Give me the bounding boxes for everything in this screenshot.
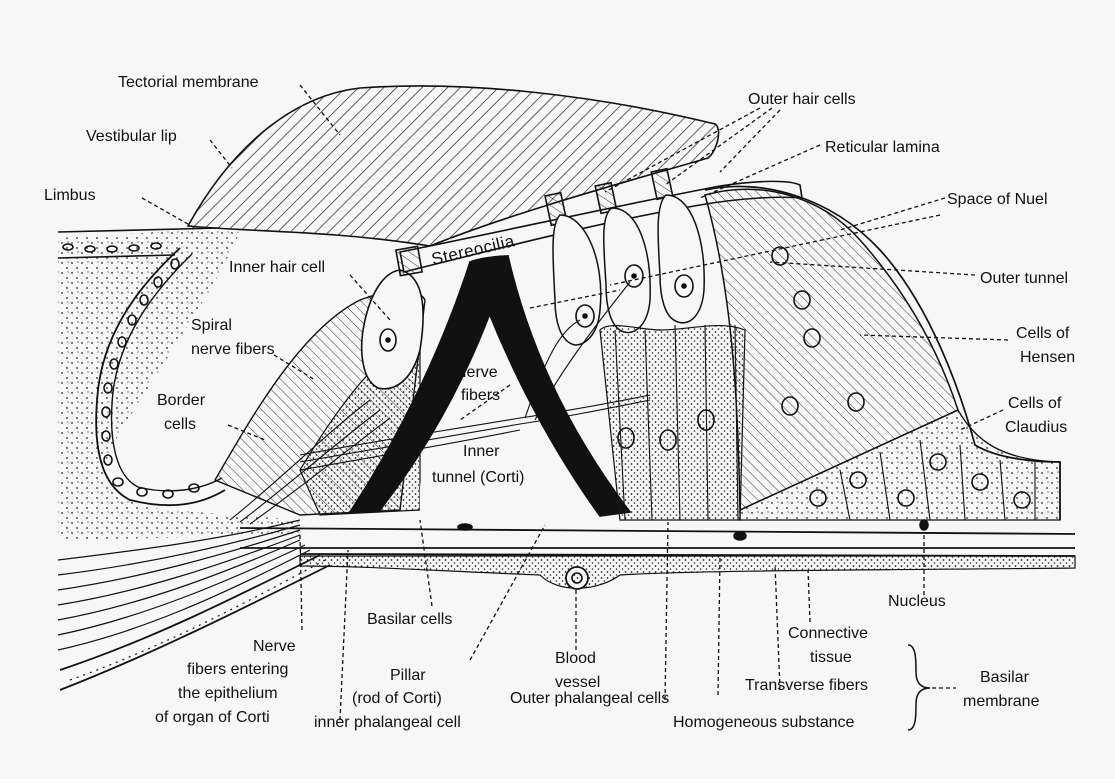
label-transverse-fibers: Transverse fibers [745, 677, 868, 694]
label-nerve-fibers-entering-3: the epithelium [178, 685, 278, 702]
label-blood-vessel-1: Blood [555, 650, 596, 667]
label-reticular-lamina: Reticular lamina [825, 139, 940, 156]
label-basilar-cells: Basilar cells [367, 611, 452, 628]
label-border-cells-2: cells [164, 416, 196, 433]
label-inner-tunnel-2: tunnel (Corti) [432, 469, 524, 486]
label-connective-tissue-2: tissue [810, 649, 852, 666]
label-border-cells-1: Border [157, 392, 206, 409]
label-spiral-nerve-fibers-2: nerve fibers [191, 341, 275, 358]
label-nerve-fibers-entering-4: of organ of Corti [155, 709, 270, 726]
label-pillar-2: (rod of Corti) [352, 690, 442, 707]
outer-phalangeal-cells [600, 326, 745, 520]
label-nerve-fibers-entering-2: fibers entering [187, 661, 288, 678]
tectorial-membrane [188, 86, 719, 246]
label-outer-tunnel: Outer tunnel [980, 270, 1068, 287]
label-cells-of-hensen-1: Cells of [1016, 325, 1070, 342]
label-nerve-fibers-1: Nerve [455, 364, 498, 381]
basilar-nucleus-1 [458, 524, 472, 530]
label-basilar-membrane-1: Basilar [980, 669, 1030, 686]
basilar-dotted-layer [300, 556, 1075, 588]
label-tectorial-membrane: Tectorial membrane [118, 74, 259, 91]
label-inner-tunnel-1: Inner [463, 443, 500, 460]
basilar-nucleus-3 [920, 520, 928, 530]
label-space-of-nuel: Space of Nuel [947, 191, 1048, 208]
label-nucleus: Nucleus [888, 593, 946, 610]
label-spiral-nerve-fibers-1: Spiral [191, 317, 232, 334]
label-inner-hair-cell: Inner hair cell [229, 259, 325, 276]
basilar-brace [908, 645, 930, 730]
label-basilar-membrane-2: membrane [963, 693, 1040, 710]
label-inner-phalangeal-cell: inner phalangeal cell [314, 714, 461, 731]
basilar-membrane [240, 528, 1075, 588]
label-vestibular-lip: Vestibular lip [86, 128, 177, 145]
label-connective-tissue-1: Connective [788, 625, 868, 642]
label-cells-of-claudius-1: Cells of [1008, 395, 1062, 412]
label-cells-of-claudius-2: Claudius [1005, 419, 1067, 436]
label-limbus: Limbus [44, 187, 96, 204]
label-outer-phalangeal-cells: Outer phalangeal cells [510, 690, 669, 707]
label-cells-of-hensen-2: Hensen [1020, 349, 1075, 366]
label-pillar-1: Pillar [390, 667, 426, 684]
basilar-nucleus-2 [734, 532, 746, 540]
inner-stereocilia-bundle [396, 246, 422, 275]
label-blood-vessel-2: vessel [555, 674, 600, 691]
label-nerve-fibers-entering-1: Nerve [253, 638, 296, 655]
label-homogeneous-substance: Homogeneous substance [673, 714, 855, 731]
label-nerve-fibers-2: fibers [461, 387, 500, 404]
label-outer-hair-cells: Outer hair cells [748, 91, 856, 108]
